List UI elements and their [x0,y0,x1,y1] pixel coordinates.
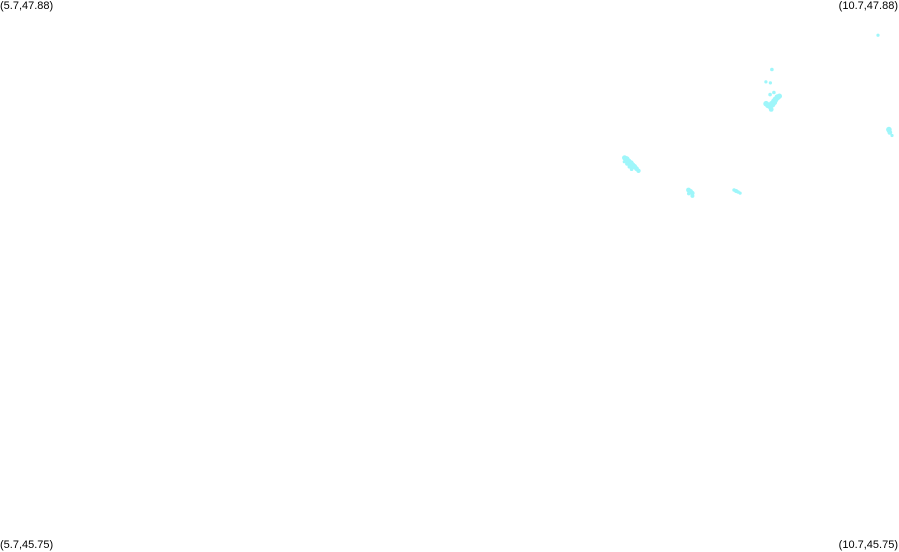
map-point [768,92,772,97]
map-point [622,160,626,164]
map-point [768,107,774,112]
map-point [770,67,774,72]
map-point [764,80,768,84]
map-point [625,161,630,166]
map-point [687,191,691,196]
map-point [768,81,773,85]
map-point [876,33,880,37]
map-point [890,133,894,138]
map-point [887,130,893,135]
map-point [738,191,742,195]
top-left-coordinate-label: (5.7,47.88) [0,0,54,12]
map-point [771,98,776,104]
map-point [776,93,783,99]
map-point [636,168,641,173]
bottom-right-coordinate-label: (10.7,45.75) [838,539,898,551]
map-point [629,167,634,171]
bottom-left-coordinate-label: (5.7,45.75) [0,539,54,551]
map-point [690,190,695,196]
data-points-layer [622,33,894,198]
map-point [690,193,695,198]
map-point [772,90,776,95]
map-point [627,164,632,169]
top-right-coordinate-label: (10.7,47.88) [838,0,898,12]
